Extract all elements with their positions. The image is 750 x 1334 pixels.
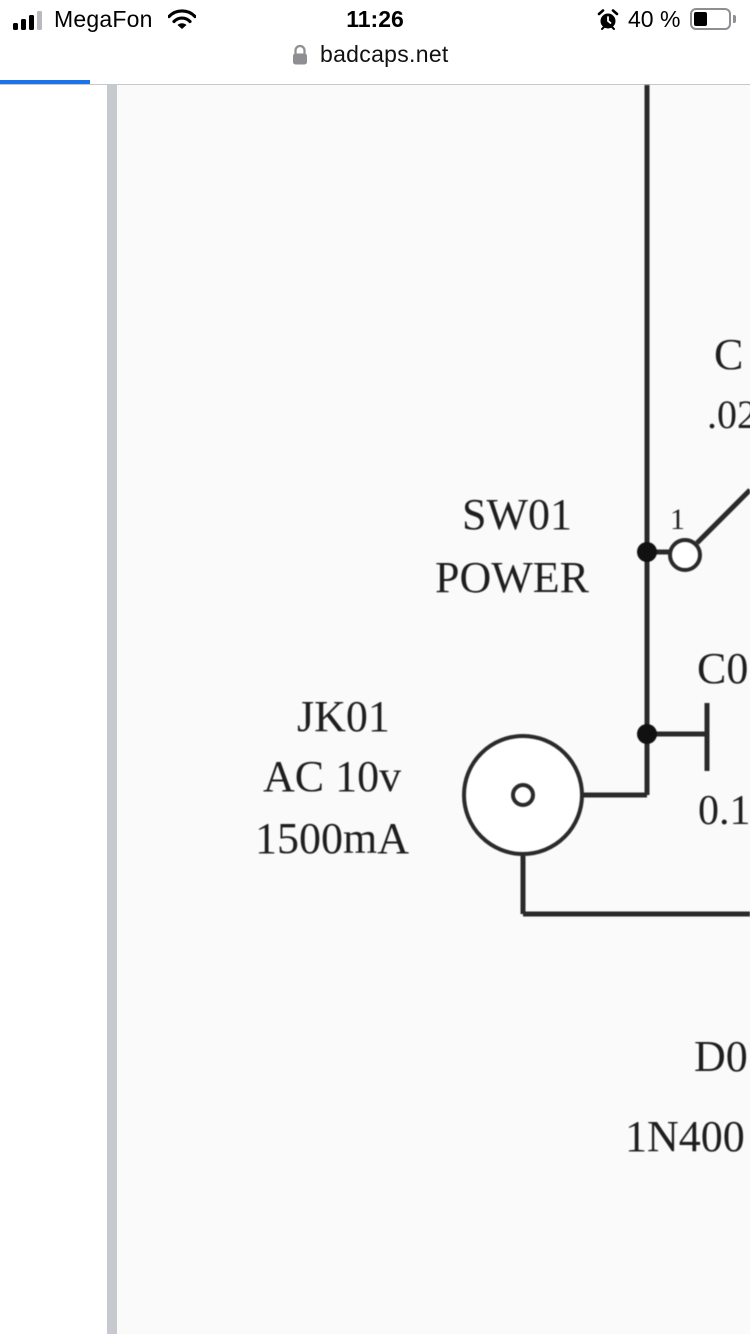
web-content[interactable]: C .02 SW01 POWER 1 C0 0.1 JK01 AC 10v 15…: [0, 85, 750, 1334]
carrier-name: MegaFon: [54, 6, 153, 32]
battery-icon: [690, 8, 731, 30]
url-text[interactable]: badcaps.net: [320, 41, 449, 67]
jack-jk01-center-pin: [511, 783, 535, 807]
switch-sw01-contact: [668, 538, 702, 572]
page-load-progress-track: [0, 84, 750, 85]
page-load-progress-bar: [0, 80, 90, 84]
jack-jk01-ref: JK01: [297, 692, 390, 741]
capacitor-c0-value: 0.1: [698, 788, 750, 834]
jack-jk01-voltage: AC 10v: [263, 752, 402, 801]
capacitor-c0-ref: C0: [697, 644, 749, 693]
junction-dot-switch: [637, 542, 657, 562]
lock-icon: [293, 44, 307, 65]
switch-sw01-name: POWER: [435, 553, 589, 602]
cellular-signal-icon: [13, 10, 47, 30]
battery-percentage: 40 %: [628, 6, 681, 32]
junction-dot-capacitor: [637, 724, 657, 744]
capacitor-c-top-value: .02: [707, 392, 750, 437]
switch-sw01-pin: 1: [670, 503, 685, 536]
jack-jk01-current: 1500mA: [255, 814, 409, 863]
battery-cap: [733, 15, 736, 23]
wifi-icon: [168, 9, 196, 29]
switch-sw01-ref: SW01: [462, 490, 572, 539]
image-frame-border: [107, 85, 117, 1334]
diode-d0-part: 1N400: [625, 1112, 745, 1161]
diode-d0-ref: D0: [694, 1032, 748, 1081]
battery-level-fill: [694, 12, 707, 26]
capacitor-c-top-ref: C: [714, 330, 744, 379]
schematic-wiring: [462, 85, 750, 917]
status-clock: 11:26: [346, 6, 404, 32]
jack-jk01-symbol: [462, 734, 584, 856]
switch-sw01-lever: [695, 488, 750, 545]
schematic-image[interactable]: C .02 SW01 POWER 1 C0 0.1 JK01 AC 10v 15…: [117, 85, 750, 1334]
alarm-clock-icon: [597, 9, 619, 30]
address-bar[interactable]: badcaps.net: [0, 40, 750, 84]
status-bar: MegaFon 11:26 40 %: [0, 0, 750, 40]
